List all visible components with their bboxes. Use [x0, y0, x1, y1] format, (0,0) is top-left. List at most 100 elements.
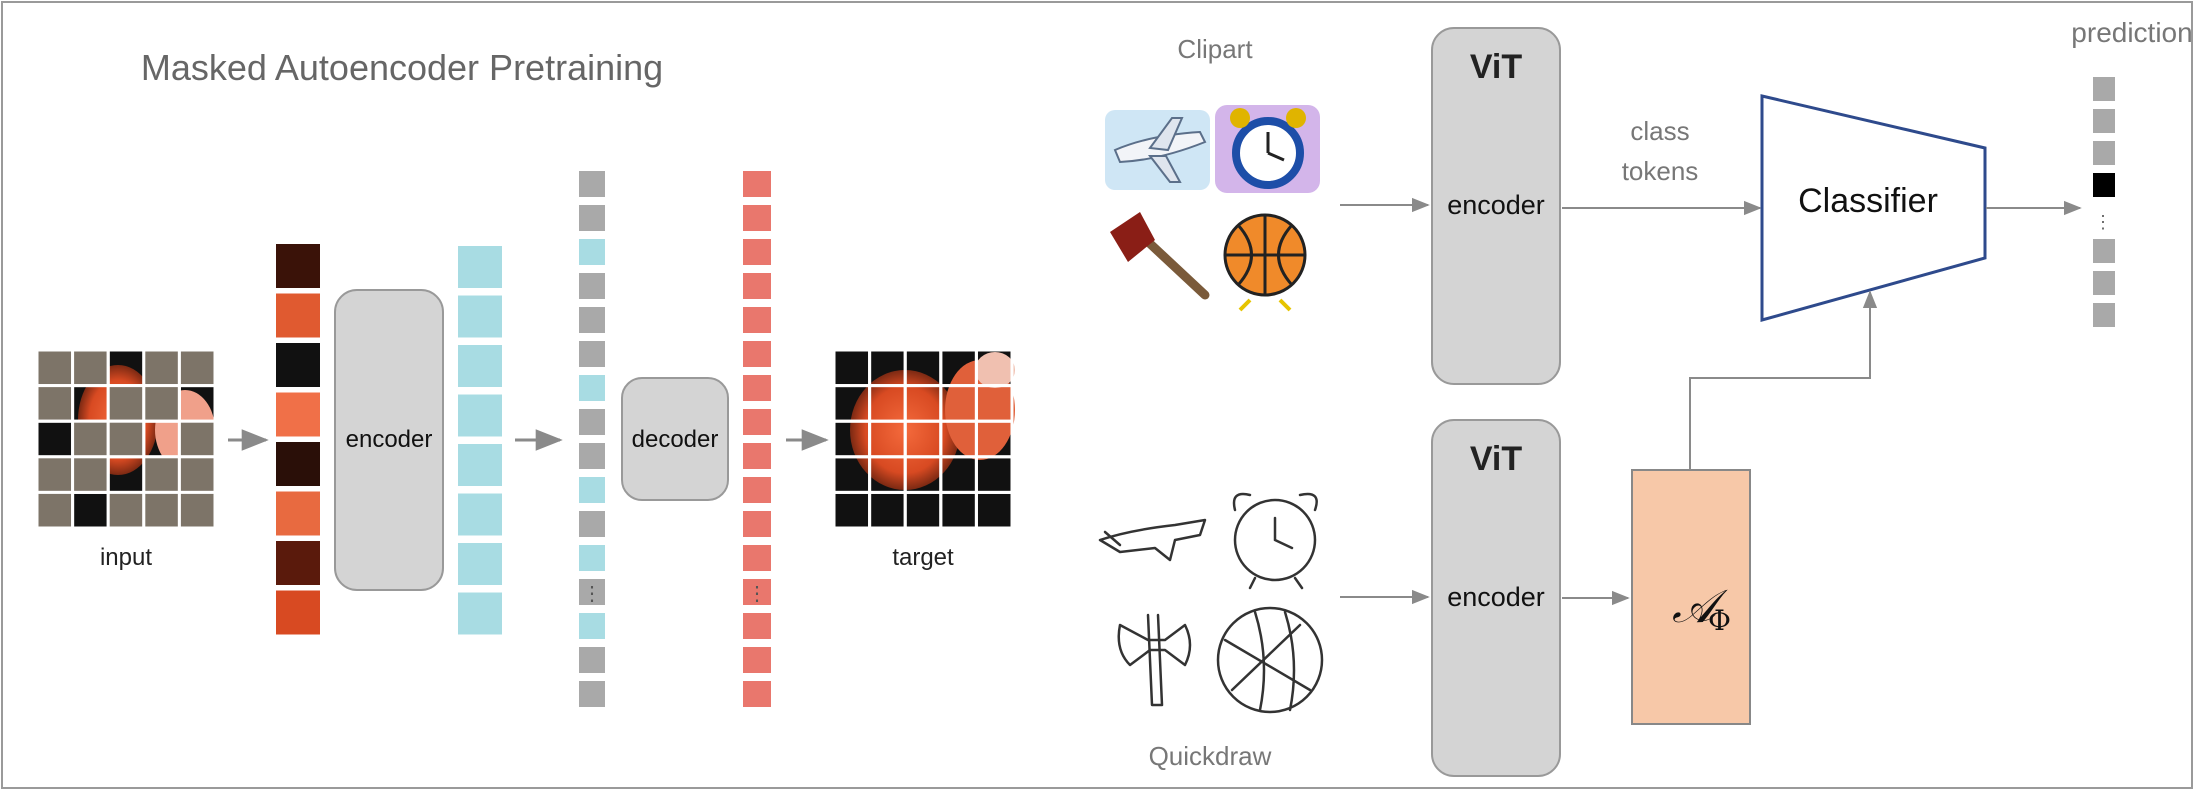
encoded-tokens-column — [456, 244, 504, 637]
visible-token — [577, 543, 607, 573]
decoded-token — [741, 237, 773, 267]
prediction-cell — [2091, 139, 2117, 167]
decoded-token — [741, 169, 773, 199]
mask-token — [577, 339, 607, 369]
input-grid-cell — [35, 348, 75, 388]
decoded-tokens-column — [741, 169, 773, 709]
adapter-subscript: Φ — [1708, 604, 1731, 637]
full-token-column — [577, 169, 607, 709]
class-tokens-label-line1: class — [1630, 116, 1689, 146]
quickdraw-alarm-clock — [1232, 492, 1318, 590]
visible-token — [577, 237, 607, 267]
quickdraw-images — [1098, 492, 1324, 714]
clipart-axe — [1110, 212, 1210, 300]
target-grid-cell — [974, 490, 1014, 530]
encoded-token — [456, 590, 504, 637]
class-tokens-label-line2: tokens — [1622, 156, 1699, 186]
encoded-token — [456, 392, 504, 439]
clipart-label: Clipart — [1177, 34, 1253, 64]
input-grid-cell — [71, 455, 110, 494]
input-grid-cell — [106, 384, 146, 423]
vit-bottom-title: ViT — [1470, 440, 1523, 478]
input-grid-cell — [71, 419, 110, 459]
input-grid-cell — [106, 419, 146, 459]
mae-title: Masked Autoencoder Pretraining — [141, 47, 663, 88]
prediction-label: prediction — [2071, 17, 2192, 48]
input-grid-cell — [177, 419, 217, 459]
input-grid-cell — [71, 348, 110, 388]
input-grid-cell — [35, 490, 75, 530]
decoded-token — [741, 509, 773, 539]
input-grid-cell — [177, 348, 217, 388]
clipart-images — [1105, 105, 1320, 312]
mask-token — [577, 203, 607, 233]
decoded-token — [741, 203, 773, 233]
classifier-label: Classifier — [1798, 182, 1938, 220]
input-grid-cell — [35, 384, 75, 423]
vit-top-title: ViT — [1470, 48, 1523, 86]
classifier-shape — [1760, 94, 1987, 322]
input-label: input — [100, 544, 152, 571]
clipart-airplane — [1105, 110, 1210, 190]
mask-token — [577, 271, 607, 301]
mae-encoder-label: encoder — [346, 426, 433, 453]
decoded-token — [741, 407, 773, 437]
input-grid-cell — [106, 490, 146, 530]
input-grid-cell — [142, 455, 181, 494]
arrow-adapter-to-classifier — [1689, 290, 1878, 470]
input-grid-cell — [35, 455, 75, 494]
visible-patch — [274, 440, 322, 488]
mae-encoder-box — [334, 289, 444, 591]
visible-patch — [274, 341, 322, 389]
decoded-token — [741, 679, 773, 709]
encoded-token — [456, 491, 504, 538]
predicted-class-cell — [2091, 171, 2117, 199]
quickdraw-airplane — [1098, 518, 1207, 562]
input-grid-cell — [177, 490, 217, 530]
encoded-token — [456, 244, 504, 290]
vit-bottom-box — [1431, 419, 1561, 777]
vit-top-label: encoder — [1447, 190, 1545, 220]
mask-token — [577, 645, 607, 675]
clipart-alarm-clock — [1215, 105, 1320, 193]
visible-patch — [274, 588, 322, 637]
mask-token — [577, 679, 607, 709]
visible-token — [577, 611, 607, 641]
mask-token — [577, 577, 607, 607]
prediction-cell — [2091, 269, 2117, 297]
vit-top-box — [1431, 27, 1561, 385]
quickdraw-axe — [1117, 613, 1192, 707]
target-label: target — [892, 544, 954, 571]
visible-patches-column — [274, 242, 322, 637]
decoded-token — [741, 373, 773, 403]
visible-patch — [274, 242, 322, 290]
visible-patch — [274, 539, 322, 587]
prediction-cell — [2091, 301, 2117, 329]
encoded-token — [456, 541, 504, 587]
clipart-basketball — [1223, 213, 1307, 312]
visible-patch — [274, 390, 322, 439]
prediction-cell — [2091, 75, 2117, 103]
vit-bottom-label: encoder — [1447, 582, 1545, 612]
input-grid-cell — [142, 384, 181, 423]
decoded-token — [741, 611, 773, 641]
prediction-cell — [2091, 237, 2117, 265]
visible-patch — [274, 489, 322, 538]
decoded-token — [741, 645, 773, 675]
mask-token — [577, 305, 607, 335]
input-grid-cell — [142, 348, 181, 388]
mae-decoder-box — [621, 377, 729, 501]
mae-decoder-label: decoder — [632, 426, 719, 453]
visible-token — [577, 475, 607, 505]
decoded-token — [741, 441, 773, 471]
decoded-token — [741, 339, 773, 369]
decoded-token — [741, 305, 773, 335]
mask-token — [577, 509, 607, 539]
prediction-column — [2091, 75, 2117, 329]
mixed-ellipsis: ⋮ — [582, 583, 602, 605]
encoded-token — [456, 343, 504, 389]
quickdraw-label: Quickdraw — [1149, 741, 1272, 771]
